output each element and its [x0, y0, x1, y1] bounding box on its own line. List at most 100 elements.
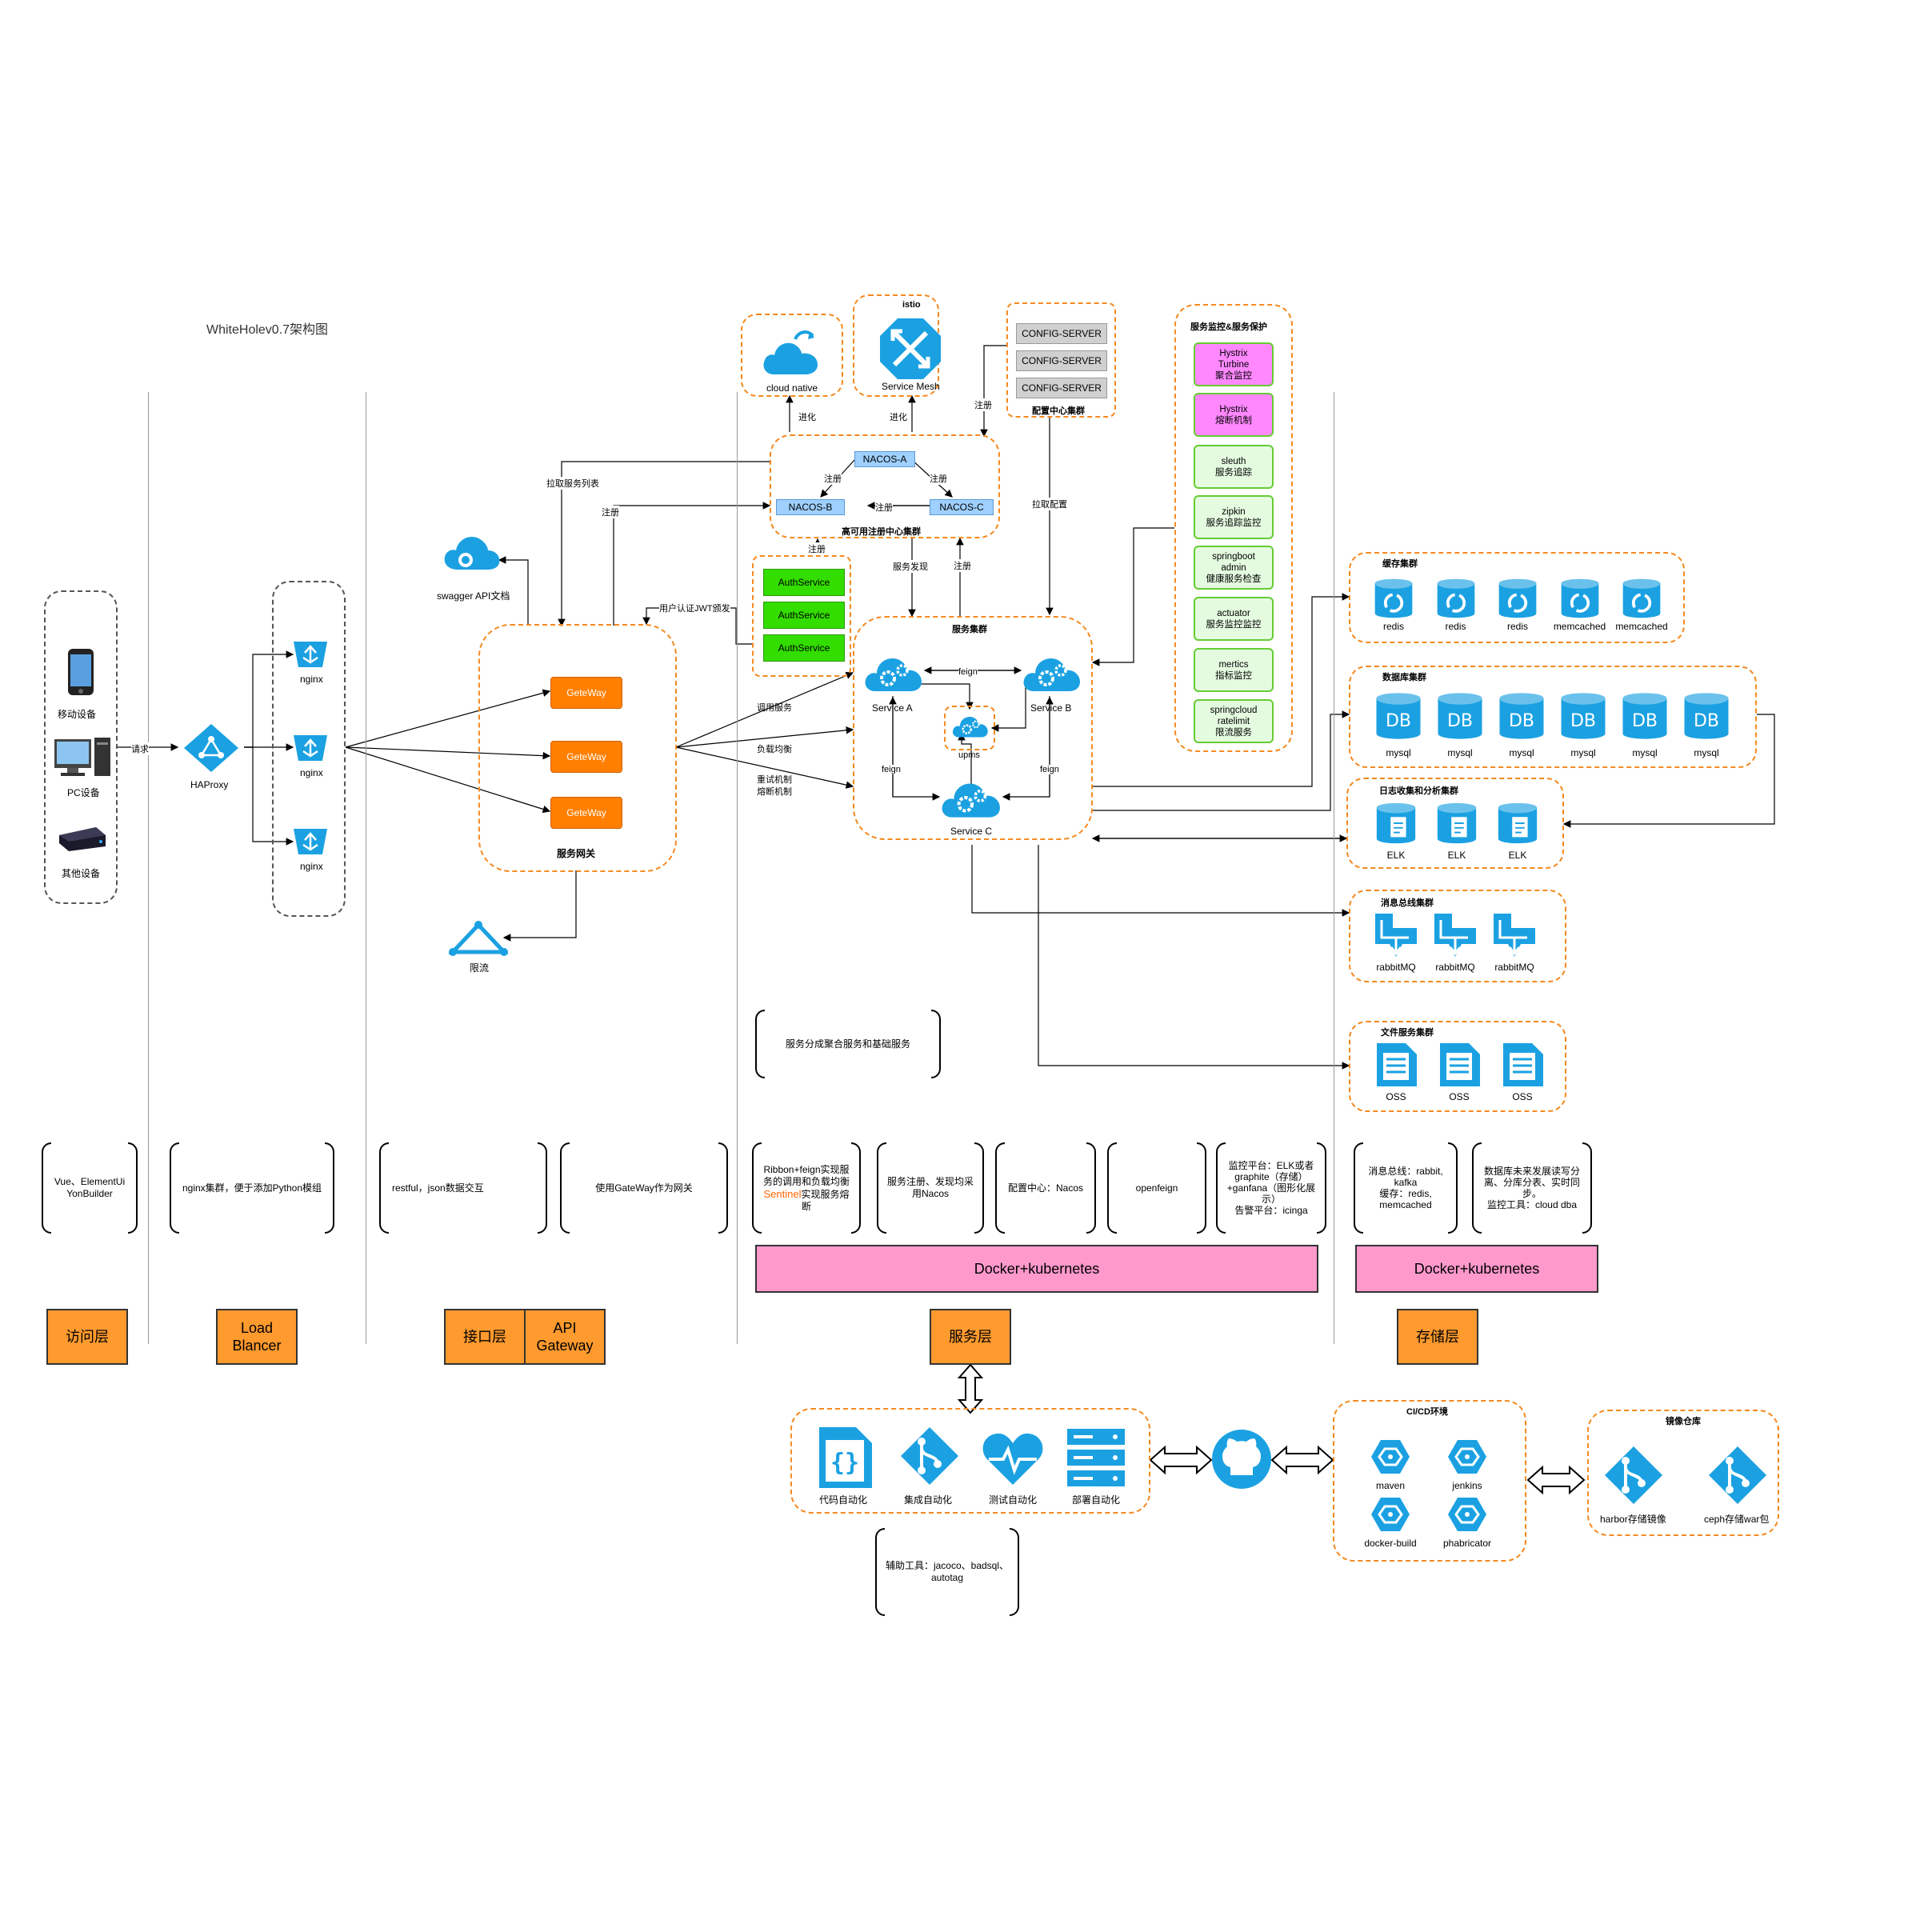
note-tools: 辅助工具：jacoco、badsql、 autotag [875, 1528, 1019, 1616]
layer-access: 访问层 [46, 1309, 128, 1365]
monitor-item-label: springboot admin 健康服务检查 [1206, 551, 1262, 584]
cache-title: 缓存集群 [1382, 559, 1418, 569]
harbor-git-icon [1605, 1446, 1662, 1504]
limit-triangle-icon [448, 921, 509, 956]
db-item-label: mysql [1386, 747, 1411, 758]
monitor-item-label: mertics 指标监控 [1215, 659, 1252, 681]
haproxy-icon [184, 724, 238, 772]
auth-service-3: AuthService [763, 634, 845, 662]
oss-file-icon [1440, 1043, 1480, 1086]
cache-cylinder-icon [1561, 578, 1598, 618]
auth-group [752, 555, 851, 677]
db-item-label: mysql [1509, 747, 1534, 758]
rabbitmq-item-label: rabbitMQ [1376, 962, 1416, 973]
service-split-note: 服务分成聚合服务和基础服务 [755, 1010, 941, 1078]
devops-label-deploy: 部署自动化 [1072, 1494, 1121, 1506]
device-label-other: 其他设备 [62, 868, 101, 879]
monitor-hystrix-turbine: Hystrix Turbine 聚合监控 [1194, 342, 1274, 386]
cache-cylinder-icon [1374, 578, 1413, 618]
note-text: restful，json数据交互 [392, 1182, 484, 1194]
db-item-label: mysql [1570, 747, 1596, 758]
mq-title: 消息总线集群 [1381, 898, 1434, 908]
istio-label: istio [902, 300, 921, 310]
note-mq: 消息总线：rabbit, kafka 缓存：redis, memcached [1354, 1142, 1458, 1234]
cicd-group [1333, 1400, 1526, 1562]
rabbitmq-item-label: rabbitMQ [1494, 962, 1534, 973]
note-text: 辅助工具：jacoco、badsql、 autotag [885, 1560, 1010, 1583]
mq-cluster [1349, 890, 1566, 982]
db-icon-text: DB [1509, 711, 1534, 731]
monitor-hystrix-fuse: Hystrix 熔断机制 [1194, 393, 1274, 437]
db-cylinder-icon: DB [1499, 692, 1544, 739]
deploy-automation-icon [1067, 1429, 1125, 1486]
layer-label: 访问层 [66, 1329, 109, 1345]
devops-group [790, 1408, 1150, 1514]
monitor-mertics: mertics 指标监控 [1194, 648, 1274, 692]
cache-cluster [1349, 552, 1685, 643]
note-monitor: 监控平台：ELK或者 graphite（存储） +ganfana（图形化展 示）… [1216, 1142, 1326, 1234]
db-title: 数据库集群 [1382, 673, 1426, 682]
cache-item-label: redis [1445, 621, 1466, 632]
note-nacos: 服务注册、发现均采 用Nacos [877, 1142, 984, 1234]
note-text: nginx集群，便于添加Python模组 [182, 1182, 322, 1194]
elk-item-label: ELK [1447, 850, 1466, 861]
upms-icon [952, 717, 988, 738]
divider-access [148, 392, 149, 1344]
cicd-item-label: jenkins [1452, 1480, 1482, 1491]
feign-ab-label: feign [958, 667, 978, 677]
elk-icon [1376, 802, 1416, 844]
pc-device-icon [54, 738, 110, 776]
ceph-label: ceph存储war包 [1704, 1514, 1770, 1525]
service-split-note-text: 服务分成聚合服务和基础服务 [785, 1038, 910, 1050]
cache-cylinder-icon [1622, 578, 1661, 618]
db-cluster [1349, 666, 1757, 768]
note-text: openfeign [1135, 1182, 1178, 1194]
monitor-item-label: Hystrix 熔断机制 [1215, 404, 1252, 426]
code-automation-icon: {} [819, 1427, 872, 1488]
image-registry-title: 镜像仓库 [1666, 1417, 1701, 1426]
note-vue: Vue、ElementUi YonBuilder [42, 1142, 138, 1234]
note-text: 消息总线：rabbit, kafka 缓存：redis, memcached [1368, 1166, 1443, 1210]
layer-api-gateway: API Gateway [524, 1309, 606, 1365]
service-a-label: Service A [872, 702, 913, 714]
log-cluster [1346, 778, 1564, 869]
nacos-a: NACOS-A [854, 451, 915, 467]
upms-group [944, 706, 995, 750]
note-ribbon-post: 实现服务熔 断 [801, 1188, 850, 1212]
layer-label: Load Blancer [232, 1320, 282, 1354]
k8s-bar-storage: Docker+kubernetes [1355, 1245, 1598, 1293]
auth-register-label: 注册 [808, 542, 826, 555]
oss-item-label: OSS [1386, 1091, 1406, 1102]
haproxy-label: HAProxy [190, 779, 229, 790]
request-label: 请求 [131, 742, 149, 755]
service-b-label: Service B [1030, 702, 1072, 714]
db-icon-text: DB [1447, 711, 1473, 731]
limit-label: 限流 [470, 962, 490, 974]
nacos-reg-label-2: 注册 [930, 472, 947, 485]
edge-label-call: 调用服务 [757, 703, 792, 713]
k8s-bar-service: Docker+kubernetes [755, 1245, 1318, 1293]
nacos-c: NACOS-C [930, 499, 994, 515]
device-label-pc: PC设备 [67, 787, 100, 798]
evolve-label-1: 进化 [798, 410, 816, 423]
discover-label: 服务发现 [893, 560, 928, 573]
nacos-reg-label-3: 注册 [875, 501, 893, 514]
devops-label-integration: 集成自动化 [904, 1494, 953, 1506]
auth-service-1: AuthService [763, 569, 845, 596]
cache-item-label: memcached [1615, 621, 1668, 632]
nginx-icon [294, 735, 327, 761]
cloud-native-label: cloud native [766, 382, 818, 394]
db-cylinder-icon: DB [1684, 692, 1729, 739]
service-c-icon [942, 783, 1000, 818]
registry-cluster [770, 434, 1000, 538]
cache-item-label: redis [1382, 621, 1404, 632]
monitor-zipkin: zipkin 服务追踪监控 [1194, 495, 1274, 539]
nacos-reg-label-1: 注册 [824, 472, 842, 485]
note-text: Vue、ElementUi YonBuilder [54, 1176, 126, 1199]
note-db: 数据库未来发展读写分 离、分库分表、实时同 步。 监控工具：cloud dba [1472, 1142, 1592, 1234]
monitor-actuator: actuator 服务监控监控 [1194, 597, 1274, 641]
config-cluster-label: 配置中心集群 [1032, 406, 1085, 416]
note-nginx: nginx集群，便于添加Python模组 [170, 1142, 334, 1234]
oss-file-icon [1377, 1043, 1417, 1086]
